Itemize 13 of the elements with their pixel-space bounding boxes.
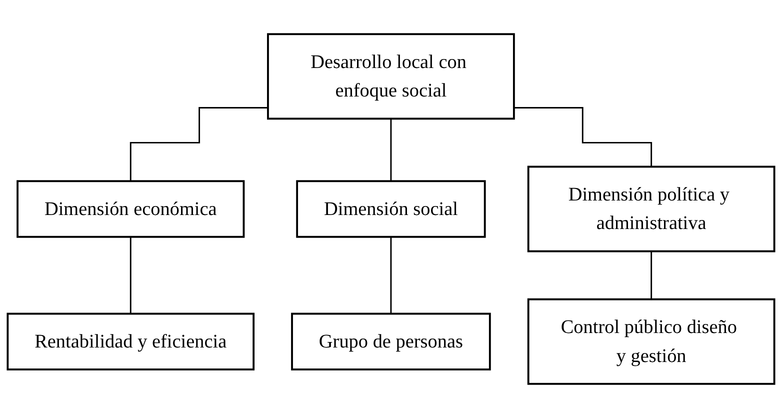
node-box: Rentabilidad y eficiencia: [6, 312, 255, 370]
connector: [390, 236, 392, 314]
connector: [390, 118, 392, 182]
connector: [650, 250, 652, 300]
connector: [514, 107, 652, 168]
connector: [130, 107, 268, 182]
node-box: Dimensión económica: [16, 180, 245, 238]
connector: [130, 236, 132, 314]
node-box: Control público diseño y gestión: [527, 298, 776, 385]
node-box: Grupo de personas: [291, 312, 491, 370]
node-box: Dimensión social: [296, 180, 486, 238]
node-box: Desarrollo local con enfoque social: [267, 33, 515, 120]
node-box: Dimensión política y administrativa: [527, 166, 776, 252]
